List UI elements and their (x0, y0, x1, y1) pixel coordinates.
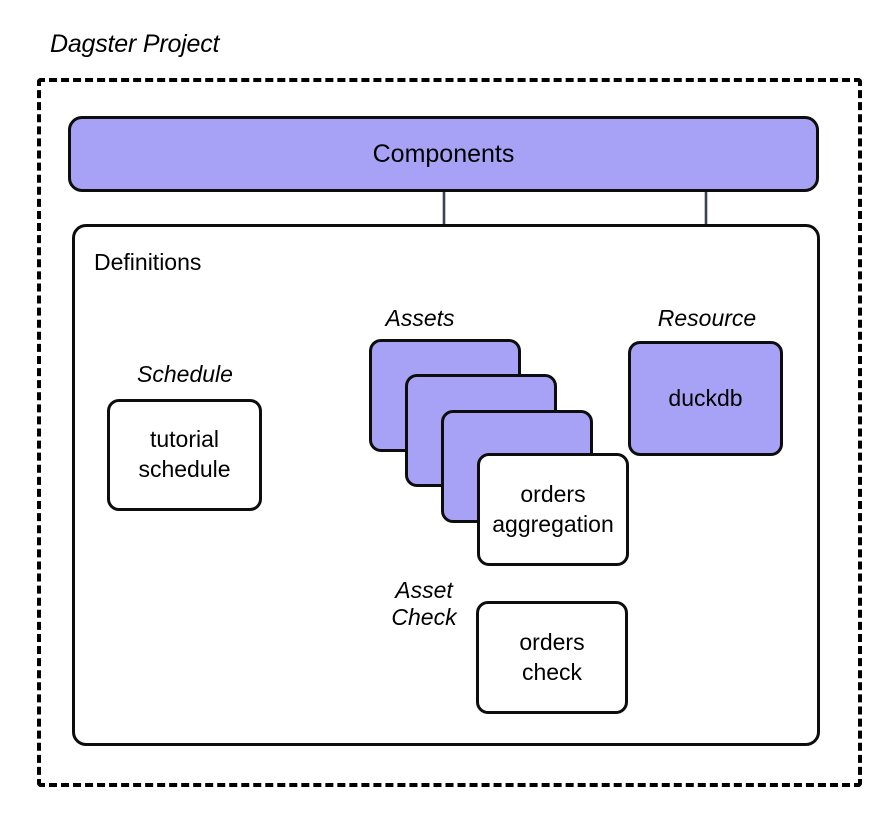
schedule-node[interactable]: tutorial schedule (107, 399, 262, 511)
duckdb-resource-node[interactable]: duckdb (628, 341, 783, 456)
orders-aggregation-label-line1: orders (520, 480, 586, 507)
schedule-node-label-line2: schedule (138, 456, 231, 482)
orders-check-label-line2: check (521, 658, 583, 685)
components-label: Components (372, 139, 515, 168)
orders-aggregation-node[interactable]: orders aggregation (477, 453, 629, 566)
asset-check-group-label-line1: Asset (395, 577, 453, 603)
definitions-label: Definitions (94, 249, 202, 275)
dagster-project-container (37, 78, 862, 787)
orders-check-label-line1: orders (519, 628, 585, 655)
components-box[interactable]: Components (68, 116, 819, 192)
schedule-node-label-line1: tutorial (149, 426, 220, 453)
orders-check-node[interactable]: orders check (476, 601, 628, 714)
asset-check-group-label: Asset Check (372, 577, 476, 631)
resource-group-label: Resource (657, 305, 757, 331)
page-title: Dagster Project (50, 30, 220, 58)
duckdb-label: duckdb (668, 384, 743, 411)
asset-check-group-label-line2: Check (391, 603, 457, 630)
assets-group-label: Assets (385, 305, 455, 331)
schedule-group-label: Schedule (137, 361, 233, 387)
orders-aggregation-label-line2: aggregation (492, 510, 614, 537)
